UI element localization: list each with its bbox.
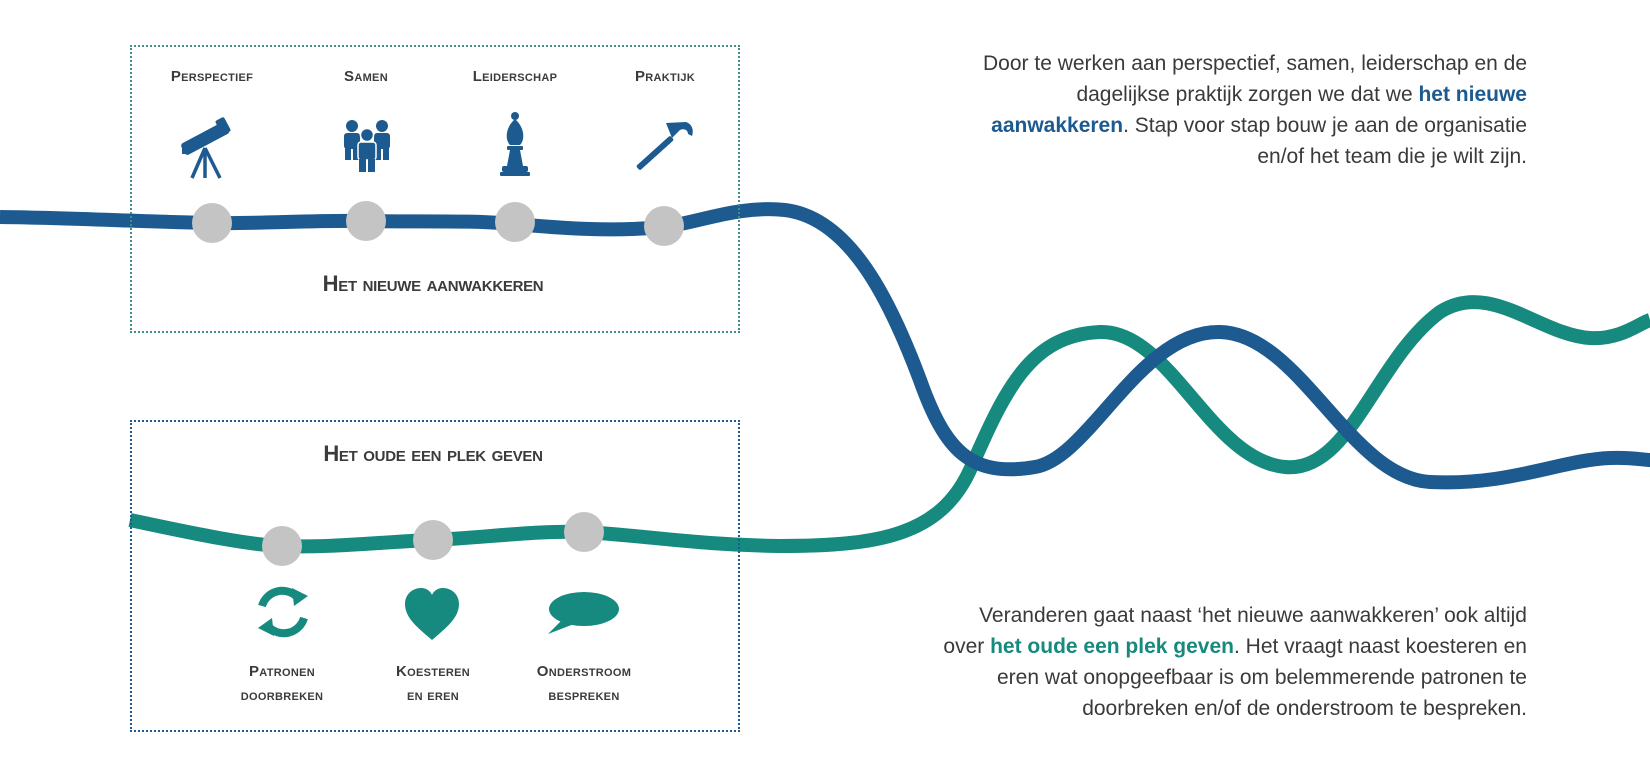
marker-praktijk — [644, 206, 684, 246]
label-onderstroom-line1: Onderstroom — [536, 663, 632, 680]
paragraph-new-line3-text: . Stap voor stap bouw je aan de organisa… — [1123, 114, 1527, 137]
paragraph-old: Veranderen gaat naast ‘het nieuwe aanwak… — [847, 600, 1527, 724]
marker-onderstroom — [564, 512, 604, 552]
paragraph-old-highlight: het oude een plek geven — [990, 635, 1234, 658]
paragraph-new-line4: en/of het team die je wilt zijn. — [1257, 145, 1527, 168]
old-group-title: Het oude een plek geven — [323, 441, 543, 466]
label-koesteren: Koesteren en eren — [353, 660, 513, 708]
marker-samen — [346, 201, 386, 241]
paragraph-old-line3: eren wat onopgeefbaar is om belemmerende… — [996, 666, 1527, 689]
paragraph-new-highlight-1: het nieuwe — [1418, 83, 1527, 106]
people-group-icon — [344, 120, 390, 172]
label-onderstroom: Onderstroom bespreken — [504, 660, 664, 708]
new-group-box — [130, 45, 740, 333]
chess-bishop-icon — [500, 112, 530, 176]
new-group-title: Het nieuwe aanwakkeren — [322, 271, 544, 296]
paragraph-new-line1: Door te werken aan perspectief, samen, l… — [983, 52, 1527, 75]
paragraph-new-line2-text: dagelijkse praktijk zorgen we dat we — [1076, 83, 1419, 106]
speech-bubble-icon — [548, 592, 619, 634]
old-group-box — [130, 420, 740, 732]
marker-patronen — [262, 526, 302, 566]
paragraph-old-line1: Veranderen gaat naast ‘het nieuwe aanwak… — [979, 604, 1527, 627]
telescope-icon — [181, 117, 231, 179]
heart-icon — [405, 588, 459, 640]
label-koesteren-line1: Koesteren — [395, 663, 471, 680]
label-onderstroom-line2: bespreken — [548, 687, 620, 704]
marker-koesteren — [413, 520, 453, 560]
label-praktijk: Praktijk — [634, 68, 696, 85]
marker-leiderschap — [495, 202, 535, 242]
marker-perspectief — [192, 203, 232, 243]
paragraph-old-line2-post: . Het vraagt naast koesteren en — [1233, 635, 1527, 658]
label-patronen: Patronen doorbreken — [202, 660, 362, 708]
old-path-curve — [128, 295, 1650, 554]
paragraph-new: Door te werken aan perspectief, samen, l… — [887, 48, 1527, 172]
refresh-cycle-icon — [258, 586, 308, 638]
new-path-curve — [0, 202, 1650, 490]
hammer-icon — [636, 122, 693, 170]
label-koesteren-line2: en eren — [406, 687, 460, 704]
paragraph-new-line2: dagelijkse praktijk zorgen we dat we het… — [887, 79, 1527, 110]
paragraph-old-line2: over het oude een plek geven. Het vraagt… — [847, 631, 1527, 662]
paragraph-old-line4: doorbreken en/of de onderstroom te bespr… — [1082, 697, 1527, 720]
label-samen: Samen — [344, 68, 388, 85]
label-patronen-line1: Patronen — [249, 663, 315, 680]
label-patronen-line2: doorbreken — [240, 687, 324, 704]
paragraph-old-line2-pre: over — [943, 635, 991, 658]
label-perspectief: Perspectief — [170, 68, 254, 85]
paragraph-new-line3: aanwakkeren. Stap voor stap bouw je aan … — [887, 110, 1527, 141]
label-leiderschap: Leiderschap — [472, 68, 558, 85]
paragraph-new-highlight-2: aanwakkeren — [991, 114, 1124, 137]
